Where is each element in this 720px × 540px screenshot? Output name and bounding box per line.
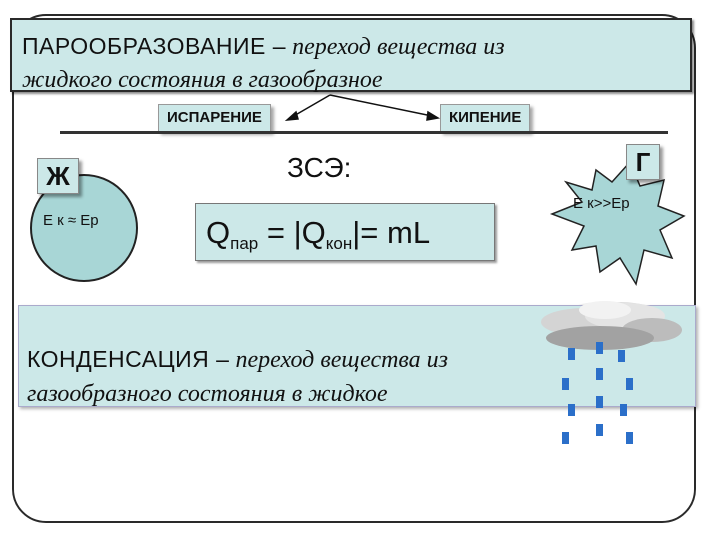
type-evaporation: ИСПАРЕНИЕ (158, 104, 271, 132)
gas-state-label: Г (626, 144, 660, 180)
arrow-to-isparenie (284, 94, 331, 121)
condensation-definition-line2: газообразного состояния в жидкое (27, 381, 388, 407)
condensation-term: КОНДЕНСАЦИЯ – (27, 346, 230, 372)
type-boiling: КИПЕНИЕ (440, 104, 531, 132)
liquid-energy-label: Е к ≈ Ер (43, 212, 99, 229)
vaporization-definition: ПАРООБРАЗОВАНИЕ – переход вещества из жи… (10, 18, 692, 93)
liquid-state-label: Ж (37, 158, 79, 194)
slide-frame (12, 14, 696, 523)
formula-sub-par: пар (230, 234, 259, 253)
formula-mid: = |Q (258, 215, 326, 250)
formula-end: |= mL (352, 215, 431, 250)
formula-sub-kon: кон (325, 234, 353, 253)
energy-law-label: ЗСЭ: (287, 152, 352, 183)
gas-energy-label: Е к>>Ер (573, 195, 630, 212)
condensation-definition: КОНДЕНСАЦИЯ – переход вещества из газооб… (18, 305, 696, 407)
arrow-to-kipenie (329, 94, 441, 121)
divider-line (60, 131, 668, 134)
heat-formula: Qпар = |Qкон|= mL (195, 203, 495, 261)
condensation-definition-line1: переход вещества из (229, 347, 449, 373)
vaporization-term: ПАРООБРАЗОВАНИЕ – (22, 33, 287, 59)
gas-star-shape (549, 160, 686, 286)
vaporization-definition-line1: переход вещества из (286, 34, 505, 60)
formula-q: Q (206, 215, 231, 250)
vaporization-definition-line2: жидкого состояния в газообразное (22, 67, 383, 93)
